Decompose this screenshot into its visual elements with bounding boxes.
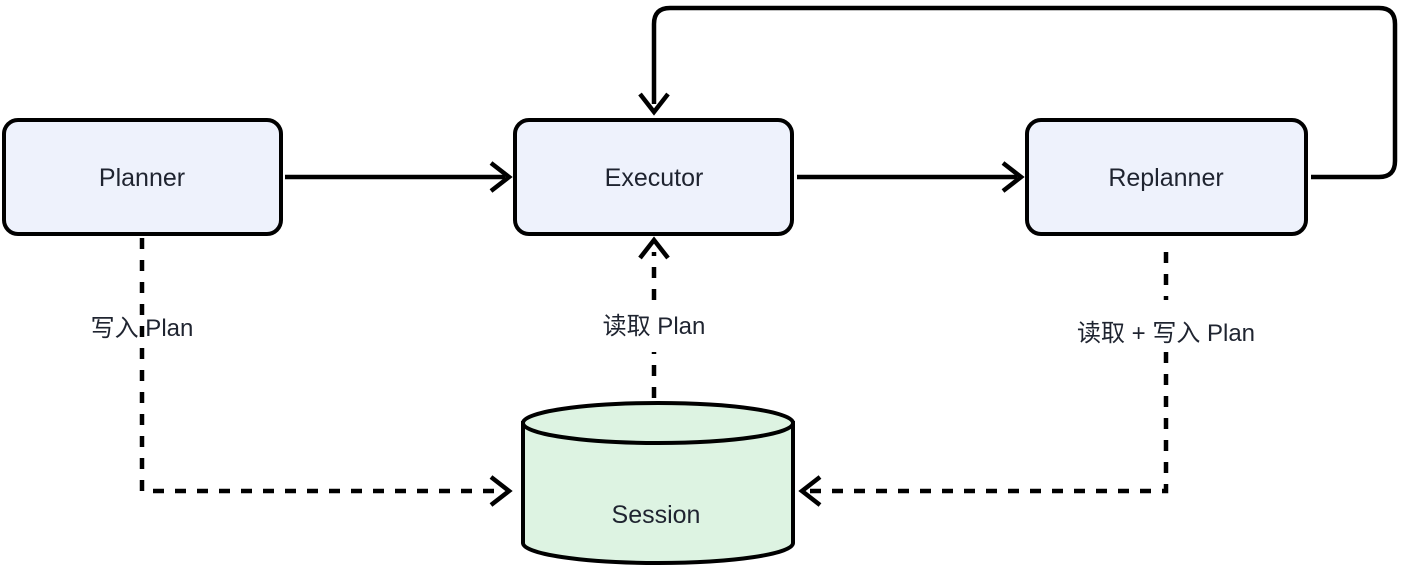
node-session[interactable]: Session (521, 401, 795, 565)
replanner-label: Replanner (1108, 164, 1223, 192)
arrowhead-replanner-session (798, 475, 822, 507)
edge-executor-to-replanner (797, 161, 1025, 193)
planner-box-shape[interactable] (2, 118, 283, 236)
edge-label-write-plan: 写入 Plan (91, 315, 194, 342)
node-executor[interactable]: Executor (513, 118, 794, 236)
planner-label: Planner (99, 164, 185, 192)
node-replanner[interactable]: Replanner (1025, 118, 1308, 236)
edge-replanner-to-session (798, 252, 1169, 507)
session-cylinder-top[interactable] (521, 401, 795, 445)
session-cylinder-body[interactable] (521, 421, 795, 565)
executor-box-shape[interactable] (513, 118, 794, 236)
arrowhead-session-executor (638, 236, 670, 260)
edge-label-read-write-plan: 读取 + 写入 Plan (1077, 320, 1255, 347)
edge-planner-to-executor (285, 161, 513, 193)
executor-label: Executor (605, 164, 704, 192)
arrowhead-executor-replanner (1001, 161, 1025, 193)
node-planner[interactable]: Planner (2, 118, 283, 236)
arrowhead-planner-session (489, 475, 513, 507)
edge-replanner-to-executor-loop (638, 5, 1398, 180)
edge-planner-to-session (139, 238, 513, 507)
arrowhead-replanner-executor-loop (638, 92, 670, 116)
edge-session-to-executor (638, 236, 670, 420)
arrowhead-planner-executor (489, 161, 513, 193)
edge-line-replanner-executor-loop (651, 5, 1398, 180)
session-label: Session (612, 501, 701, 529)
edge-label-read-plan: 读取 Plan (603, 313, 706, 340)
edge-line-replanner-session-lower (806, 352, 1169, 494)
edge-line-planner-session (139, 238, 505, 494)
replanner-box-shape[interactable] (1025, 118, 1308, 236)
